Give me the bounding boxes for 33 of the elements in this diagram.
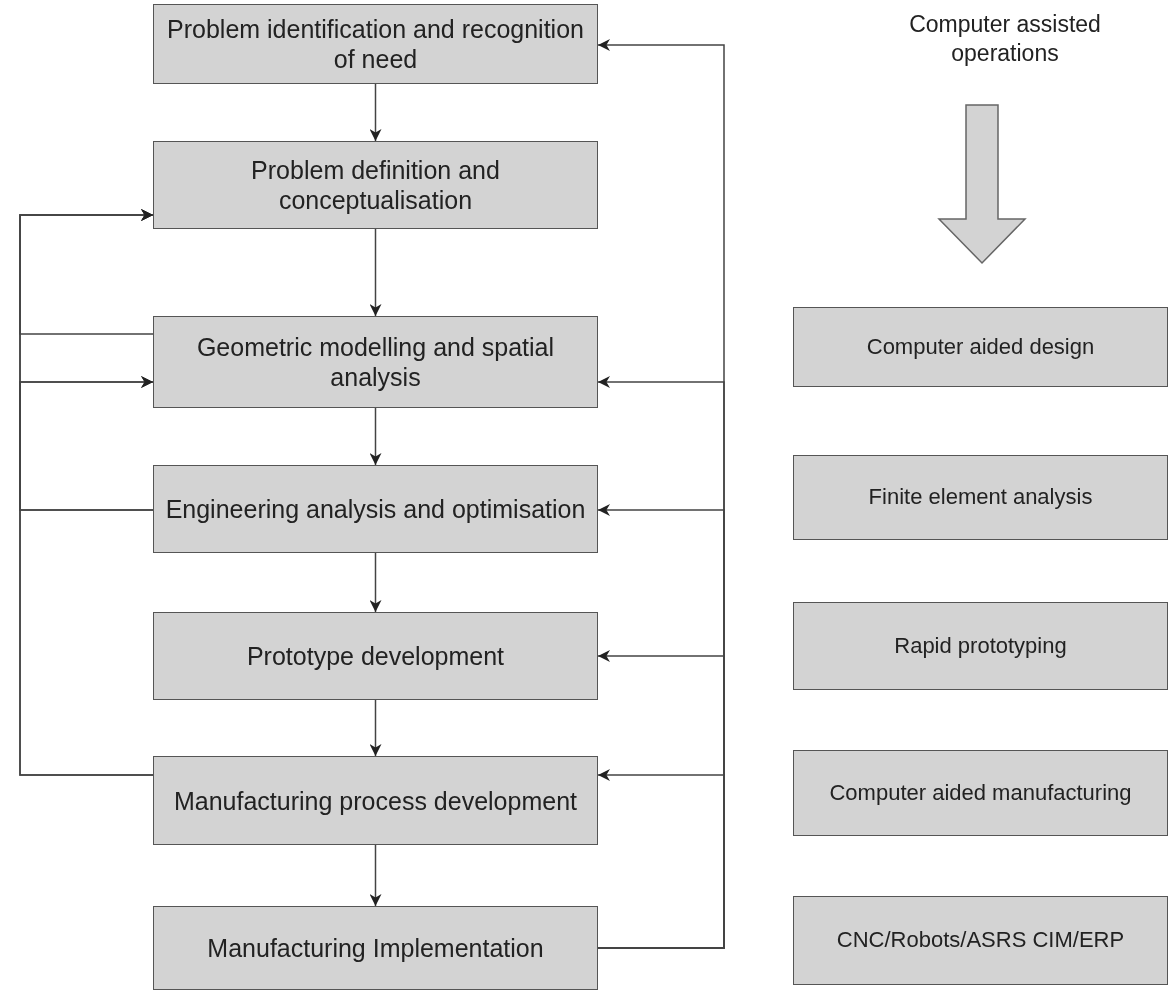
box-label: Rapid prototyping bbox=[894, 632, 1067, 660]
process-box bbox=[153, 316, 598, 408]
process-box bbox=[153, 756, 598, 845]
arrow bbox=[19, 376, 154, 776]
box-label: Finite element analysis bbox=[868, 484, 1093, 511]
box-label: Computer aided design bbox=[866, 333, 1095, 361]
process-box bbox=[793, 307, 1168, 387]
box-label: Manufacturing process development bbox=[174, 785, 577, 816]
process-box bbox=[793, 750, 1168, 836]
process-box bbox=[793, 455, 1168, 540]
arrow bbox=[597, 769, 725, 949]
process-box bbox=[153, 141, 598, 229]
box-label: Prototype development bbox=[246, 641, 505, 671]
process-box bbox=[153, 4, 598, 84]
process-box bbox=[793, 602, 1168, 690]
arrow bbox=[369, 407, 382, 466]
process-box bbox=[153, 612, 598, 700]
heading: Computer assisted operations bbox=[908, 10, 1102, 68]
box-label: Problem definition and conceptualisation bbox=[250, 155, 501, 215]
arrow bbox=[369, 552, 382, 613]
arrow bbox=[369, 699, 382, 757]
box-label: CNC/Robots/ASRS CIM/ERP bbox=[836, 927, 1125, 954]
arrow bbox=[369, 228, 382, 317]
box-label: Problem identification and recognition of need bbox=[166, 14, 585, 74]
box-label: Engineering analysis and optimisation bbox=[165, 494, 586, 524]
process-box bbox=[153, 906, 598, 990]
box-label: Geometric modelling and spatial analysis bbox=[195, 332, 556, 392]
process-box bbox=[153, 465, 598, 553]
arrow bbox=[369, 83, 382, 142]
box-label: Manufacturing Implementation bbox=[207, 933, 544, 963]
process-box bbox=[793, 896, 1168, 985]
box-label: Computer aided manufacturing bbox=[829, 779, 1132, 807]
arrow bbox=[369, 844, 382, 907]
